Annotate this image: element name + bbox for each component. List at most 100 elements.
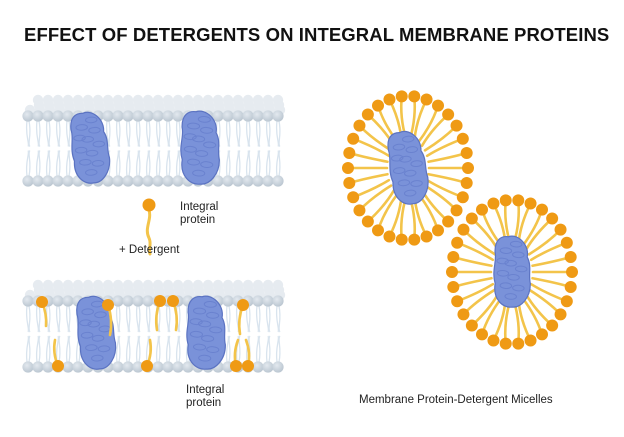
detergent-tail: [512, 300, 521, 345]
lipid-tail: [138, 335, 141, 363]
lipid-tail: [278, 150, 281, 177]
lipid-head: [32, 175, 44, 187]
lipid-head: [142, 110, 154, 122]
lipid-tail: [148, 120, 151, 147]
detergent-head: [432, 224, 444, 237]
detergent-head: [564, 251, 577, 264]
detergent-head: [446, 266, 458, 278]
lipid-tail: [275, 305, 280, 333]
lipid-tail: [108, 120, 111, 147]
lipid-tail: [158, 335, 161, 363]
detergent-head: [242, 360, 254, 372]
lipid-tail: [238, 150, 241, 177]
lipid-tail: [28, 335, 31, 363]
lipid-head: [102, 175, 114, 187]
detergent-head: [560, 295, 573, 308]
lipid-head: [172, 361, 184, 373]
lipid-tail: [128, 335, 131, 363]
lipid-head: [102, 110, 114, 122]
detergent-head: [462, 162, 474, 174]
detergent-molecule: [420, 108, 455, 148]
lipid-tail: [135, 150, 140, 177]
detergent-molecule: [342, 162, 389, 174]
lipid-head: [22, 175, 34, 187]
integral-protein: [186, 295, 226, 370]
detergent-tail: [358, 124, 393, 152]
label-integral-protein-bottom: Integral protein: [186, 384, 224, 410]
protein-texture: [192, 135, 206, 143]
detergent-molecule: [425, 132, 469, 158]
lipid-tail: [265, 120, 270, 147]
lipid-tail: [135, 120, 140, 147]
detergent-head: [383, 93, 396, 106]
protein-texture: [200, 126, 214, 134]
detergent-head: [372, 224, 384, 237]
protein-texture: [186, 158, 201, 166]
protein-texture: [206, 311, 220, 319]
lipid-tail: [255, 150, 260, 177]
detergent-head: [237, 299, 249, 311]
lipid-tail: [155, 150, 160, 177]
integral-protein: [76, 295, 117, 370]
detergent-head: [383, 230, 396, 243]
detergent-tail: [527, 228, 562, 256]
protein-texture: [79, 158, 92, 166]
detergent-head: [408, 90, 421, 103]
protein-texture: [504, 259, 517, 267]
protein-texture: [97, 345, 111, 353]
lipid-tail: [168, 305, 171, 333]
lipid-tail: [128, 120, 131, 147]
detergent-head: [361, 215, 374, 228]
detergent-head: [141, 360, 153, 372]
detergent-molecule: [427, 147, 473, 164]
integral-protein: [387, 130, 429, 205]
lipid-tail: [168, 150, 171, 177]
lipid-tail: [35, 335, 40, 363]
lipid-head: [42, 110, 54, 122]
lipid-tail: [65, 150, 70, 177]
protein-texture: [87, 320, 100, 328]
lipid-tail: [158, 305, 161, 333]
detergent-molecule: [423, 119, 463, 152]
lipid-head: [162, 361, 174, 373]
protein-texture: [507, 274, 520, 281]
lipid-tail: [58, 150, 61, 177]
detergent-molecule: [141, 338, 153, 372]
detergent-molecule: [457, 223, 497, 256]
lipid-tail: [58, 305, 61, 333]
detergent-tail: [462, 288, 497, 316]
protein-texture: [73, 134, 86, 142]
lipid-tail: [158, 120, 161, 147]
detergent-tail: [408, 95, 417, 140]
lipid-head: [252, 110, 264, 122]
detergent-head: [36, 296, 48, 308]
protein-texture: [192, 307, 207, 315]
lipid-tail: [278, 305, 281, 333]
lipid-tail: [68, 150, 71, 177]
detergent-molecule: [529, 236, 573, 262]
detergent-molecule: [531, 266, 578, 278]
detergent-head: [465, 319, 478, 332]
lipid-tail: [28, 305, 31, 333]
lipid-bilayer-top: [22, 94, 286, 187]
detergent-head: [476, 203, 488, 216]
detergent-head: [347, 132, 360, 145]
lipid-head: [222, 110, 234, 122]
detergent-tail: [503, 300, 512, 345]
detergent-molecule: [408, 196, 421, 246]
detergent-head: [167, 295, 179, 307]
lipid-tail: [125, 150, 130, 177]
lipid-tail: [48, 305, 51, 333]
diagram-title: EFFECT OF DETERGENTS ON INTEGRAL MEMBRAN…: [24, 24, 610, 45]
lipid-head: [52, 175, 64, 187]
detergent-head: [102, 299, 114, 311]
lipid-head: [272, 110, 284, 122]
lipid-head: [242, 110, 254, 122]
label-line: Integral: [186, 384, 225, 396]
lipid-tail: [168, 120, 171, 147]
detergent-head: [554, 223, 567, 236]
protein-detergent-micelles: [342, 90, 578, 350]
lipid-tail: [148, 305, 151, 333]
lipid-tail: [125, 305, 130, 333]
lipid-tail: [265, 305, 270, 333]
